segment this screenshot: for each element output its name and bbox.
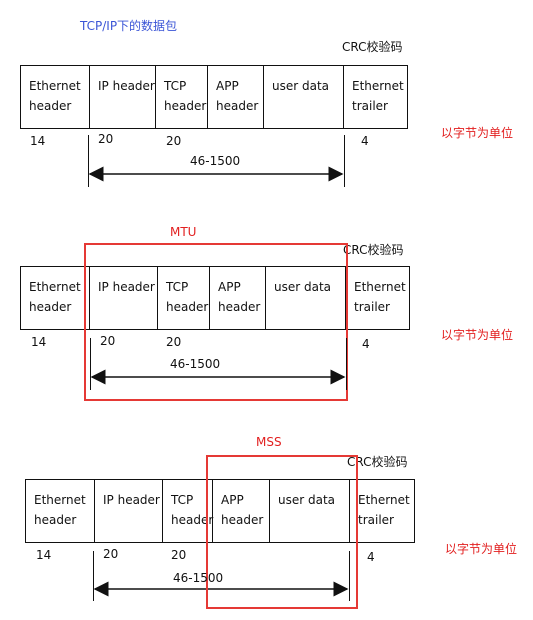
size-tcp: 20: [166, 335, 182, 349]
size-trailer: 4: [367, 550, 375, 564]
size-eth-header: 14: [36, 548, 52, 562]
cell-ethernet-trailer: Ethernet trailer: [345, 267, 411, 329]
size-tcp: 20: [166, 134, 182, 148]
cell-user-data: user data: [263, 66, 343, 128]
cell-ethernet-header: Ethernet header: [29, 280, 81, 314]
size-ip: 20: [100, 334, 116, 348]
cell-tcp-header: TCP header: [162, 480, 213, 542]
size-tcp: 20: [171, 548, 187, 562]
mtu-highlight-box: [84, 243, 348, 401]
cell-ip-header: IP header: [94, 480, 162, 542]
crc-label-3: CRC校验码: [347, 455, 408, 469]
unit-note-1: 以字节为单位: [441, 126, 514, 140]
cell-ethernet-header: Ethernet header: [29, 79, 81, 113]
cell-tcp-header: TCP header: [155, 66, 207, 128]
cell-ethernet-header: Ethernet header: [34, 493, 86, 527]
range-label: 46-1500: [170, 357, 221, 371]
mss-label: MSS: [256, 435, 282, 449]
cell-app-header: APP header: [212, 480, 269, 542]
range-left-tick: [93, 551, 94, 601]
size-eth-header: 14: [31, 335, 47, 349]
cell-user-data: user data: [265, 267, 345, 329]
cell-ethernet-trailer: Ethernet trailer: [343, 66, 409, 128]
range-right-tick: [346, 338, 347, 390]
cell-ethernet-trailer: Ethernet trailer: [349, 480, 416, 542]
crc-label-2: CRC校验码: [343, 243, 404, 257]
cell-user-data: user data: [269, 480, 349, 542]
size-trailer: 4: [362, 337, 370, 351]
mtu-label: MTU: [170, 225, 197, 239]
mss-highlight-box: [206, 455, 358, 609]
crc-label-1: CRC校验码: [342, 40, 403, 54]
range-left-tick: [88, 135, 89, 187]
size-eth-header: 14: [30, 134, 46, 148]
range-label: 46-1500: [173, 571, 224, 585]
range-label: 46-1500: [190, 154, 241, 168]
cell-app-header: APP header: [209, 267, 265, 329]
cell-ip-header: IP header: [89, 66, 155, 128]
range-right-tick: [344, 135, 345, 187]
diagram-title: TCP/IP下的数据包: [80, 19, 178, 33]
cell-ip-header: IP header: [89, 267, 157, 329]
size-trailer: 4: [361, 134, 369, 148]
cell-app-header: APP header: [207, 66, 263, 128]
range-right-tick: [349, 551, 350, 601]
packet-row-1: Ethernet header IP header TCP header APP…: [20, 65, 408, 129]
size-ip: 20: [103, 547, 119, 561]
size-ip: 20: [98, 132, 114, 146]
unit-note-3: 以字节为单位: [445, 542, 518, 556]
range-left-tick: [90, 338, 91, 390]
cell-tcp-header: TCP header: [157, 267, 209, 329]
unit-note-2: 以字节为单位: [441, 328, 514, 342]
packet-row-2: Ethernet header IP header TCP header APP…: [20, 266, 410, 330]
packet-row-3: Ethernet header IP header TCP header APP…: [25, 479, 415, 543]
